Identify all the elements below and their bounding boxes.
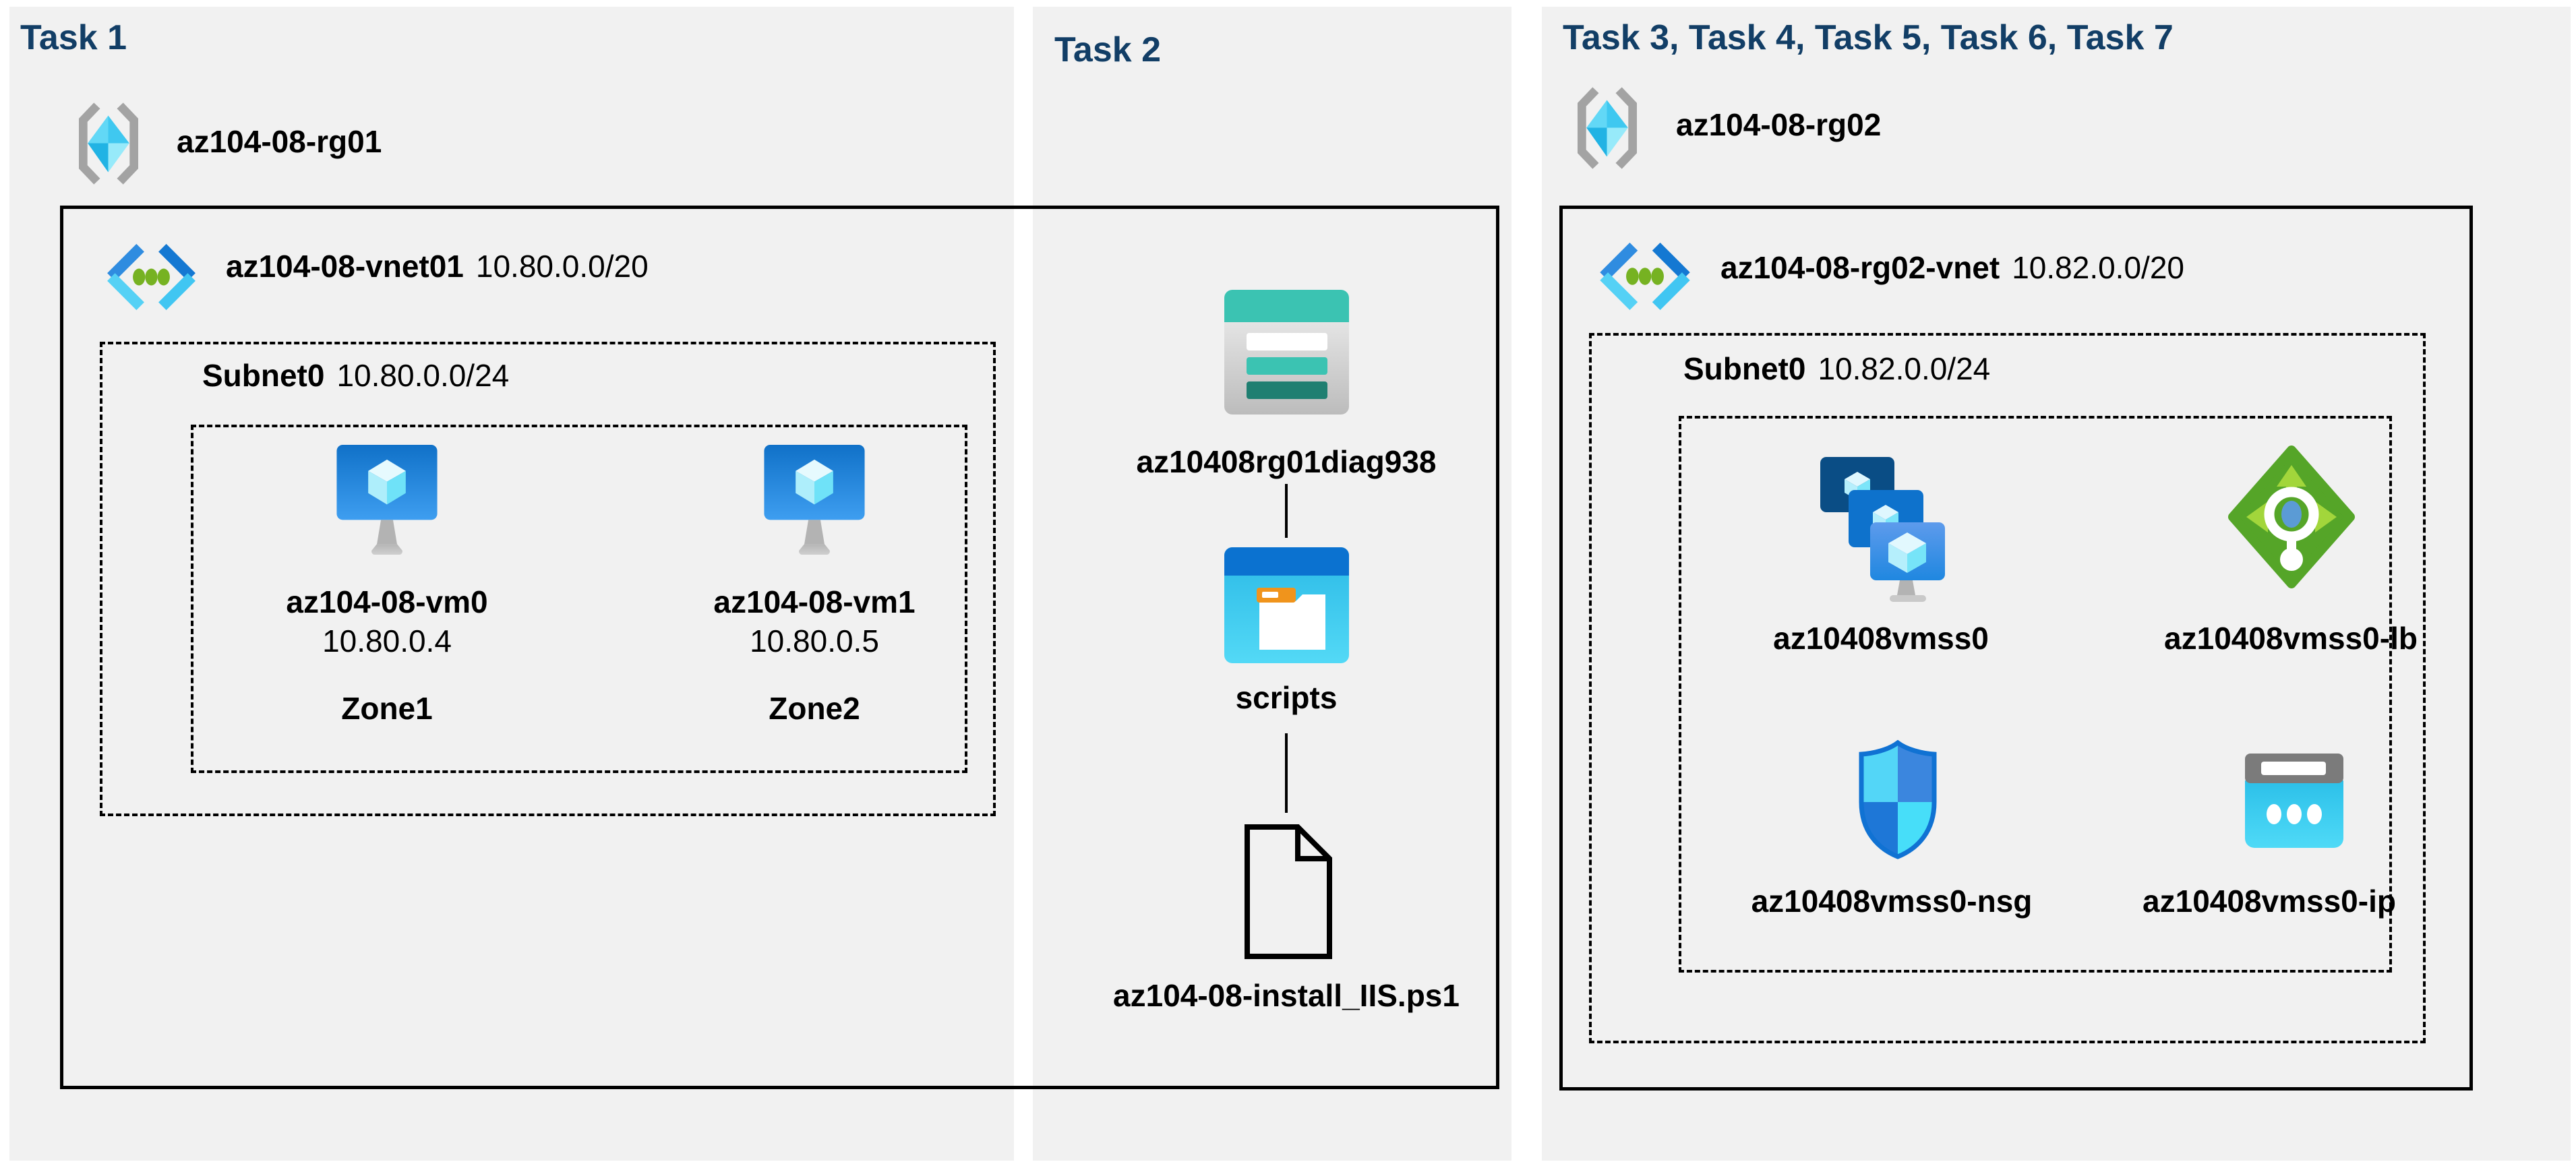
rg02-vnet-label: az104-08-rg02-vnet 10.82.0.0/20 [1720, 249, 2184, 286]
subnet0-box-rg01 [100, 342, 996, 816]
vmss-label: az10408vmss0 [1773, 621, 1989, 656]
public-ip-label: az10408vmss0-ip [2143, 884, 2396, 919]
vm0-name: az104-08-vm0 [286, 584, 488, 619]
rg02-vnet-name: az104-08-rg02-vnet [1720, 250, 2000, 285]
rg01-label: az104-08-rg01 [177, 124, 382, 159]
blob-container-icon [1224, 547, 1349, 663]
virtual-network-icon [102, 243, 200, 311]
task1-panel [9, 7, 1014, 1161]
vnet01-label: az104-08-vnet01 10.80.0.0/20 [226, 248, 649, 284]
vm0-zone: Zone1 [341, 691, 433, 726]
container-label: scripts [1235, 680, 1338, 715]
vm1-zone: Zone2 [769, 691, 860, 726]
storage-account-label: az10408rg01diag938 [1136, 444, 1437, 479]
connector-storage-to-container [1285, 484, 1288, 538]
nsg-shield-icon [1855, 740, 1940, 860]
vnet01-cidr: 10.80.0.0/20 [475, 249, 649, 284]
rg02-label: az104-08-rg02 [1676, 107, 1882, 142]
nsg-label: az10408vmss0-nsg [1751, 884, 2033, 919]
rg02-boundary-box [1559, 206, 2473, 1091]
rg02-vnet-cidr: 10.82.0.0/20 [2012, 250, 2184, 285]
subnet0-name-rg02: Subnet0 [1683, 351, 1806, 386]
storage-account-icon [1224, 290, 1349, 415]
vmss-resources-box [1679, 416, 2392, 973]
rg01-boundary-box [60, 206, 1499, 1089]
subnet0-box-rg02 [1589, 333, 2426, 1043]
load-balancer-label: az10408vmss0-lb [2164, 621, 2418, 656]
subnet0-cidr-rg02: 10.82.0.0/24 [1818, 351, 1991, 386]
task3-panel [1542, 7, 2571, 1161]
zones-box [191, 425, 967, 773]
vm-scale-set-icon [1820, 457, 1945, 602]
vm1-ip: 10.80.0.5 [750, 623, 879, 658]
virtual-network-icon [1595, 241, 1695, 311]
virtual-machine-icon [764, 445, 865, 555]
task3-title: Task 3, Task 4, Task 5, Task 6, Task 7 [1563, 18, 2174, 57]
public-ip-icon [2245, 754, 2343, 848]
connector-container-to-file [1285, 733, 1288, 813]
subnet0-label-rg02: Subnet0 10.82.0.0/24 [1683, 350, 1990, 387]
subnet0-cidr-rg01: 10.80.0.0/24 [336, 358, 510, 393]
resource-group-icon [64, 98, 153, 189]
task1-title: Task 1 [20, 18, 127, 57]
load-balancer-icon [2227, 445, 2356, 589]
vm0-ip: 10.80.0.4 [322, 623, 452, 658]
script-file-label: az104-08-install_IIS.ps1 [1113, 978, 1460, 1013]
resource-group-icon [1563, 82, 1652, 174]
file-icon [1244, 824, 1333, 960]
vnet01-name: az104-08-vnet01 [226, 249, 464, 284]
subnet0-label-rg01: Subnet0 10.80.0.0/24 [202, 357, 509, 394]
task2-title: Task 2 [1054, 30, 1162, 69]
vm1-name: az104-08-vm1 [713, 584, 916, 619]
subnet0-name-rg01: Subnet0 [202, 358, 325, 393]
virtual-machine-icon [336, 445, 438, 555]
